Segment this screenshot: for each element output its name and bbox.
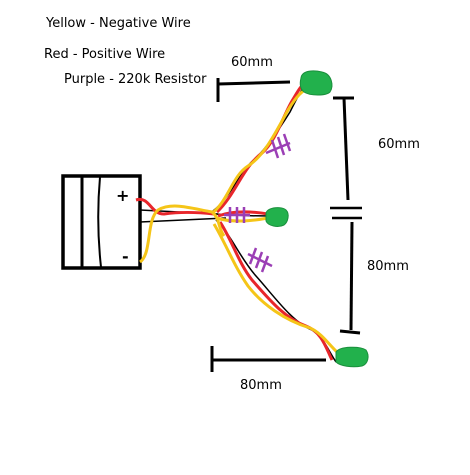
resistor-band	[228, 207, 246, 223]
dimension-label-top: 60mm	[231, 55, 273, 70]
led-top	[299, 70, 333, 96]
battery-positive-terminal: +	[116, 186, 129, 205]
resistor-band	[270, 133, 292, 159]
wires-to-bottom-led	[212, 219, 343, 363]
dimension-label-bottom: 80mm	[240, 378, 282, 393]
yellow-negative-wire	[215, 216, 269, 223]
legend-red-positive: Red - Positive Wire	[44, 47, 165, 62]
resistor-middle	[224, 207, 250, 223]
battery-negative-terminal: -	[122, 247, 129, 266]
yellow-negative-wire	[210, 84, 313, 216]
red-positive-wire	[135, 197, 215, 216]
black-wire	[139, 217, 227, 223]
legend-purple-resistor: Purple - 220k Resistor	[64, 72, 207, 87]
resistor-band	[248, 247, 270, 273]
led-bottom	[335, 346, 369, 368]
led-middle	[265, 207, 289, 227]
dimension-line	[349, 221, 354, 331]
legend-yellow-negative: Yellow - Negative Wire	[45, 16, 191, 31]
black-wire	[215, 219, 337, 363]
resistor-top	[265, 133, 292, 159]
dimension-line	[342, 97, 350, 201]
dimension-tick	[339, 329, 361, 335]
wires-to-middle-led	[212, 210, 271, 223]
wires-to-top-led	[210, 78, 313, 216]
dimension-label-right-lower: 80mm	[367, 259, 409, 274]
red-positive-wire	[217, 210, 269, 218]
battery: + -	[61, 174, 142, 270]
dimension-bottom-horizontal: 80mm	[210, 346, 326, 393]
dimension-line	[217, 80, 291, 86]
battery-lead-wires	[135, 197, 226, 264]
resistor-body	[265, 141, 291, 155]
dimension-top-horizontal: 60mm	[216, 55, 291, 102]
dimension-right-vertical: 60mm 80mm	[330, 96, 420, 335]
resistor-bottom	[247, 247, 273, 273]
red-positive-wire	[218, 221, 334, 361]
yellow-negative-wire	[138, 204, 226, 264]
yellow-negative-wire	[212, 223, 343, 358]
battery-line	[97, 176, 102, 268]
dimension-label-right-upper: 60mm	[378, 137, 420, 152]
